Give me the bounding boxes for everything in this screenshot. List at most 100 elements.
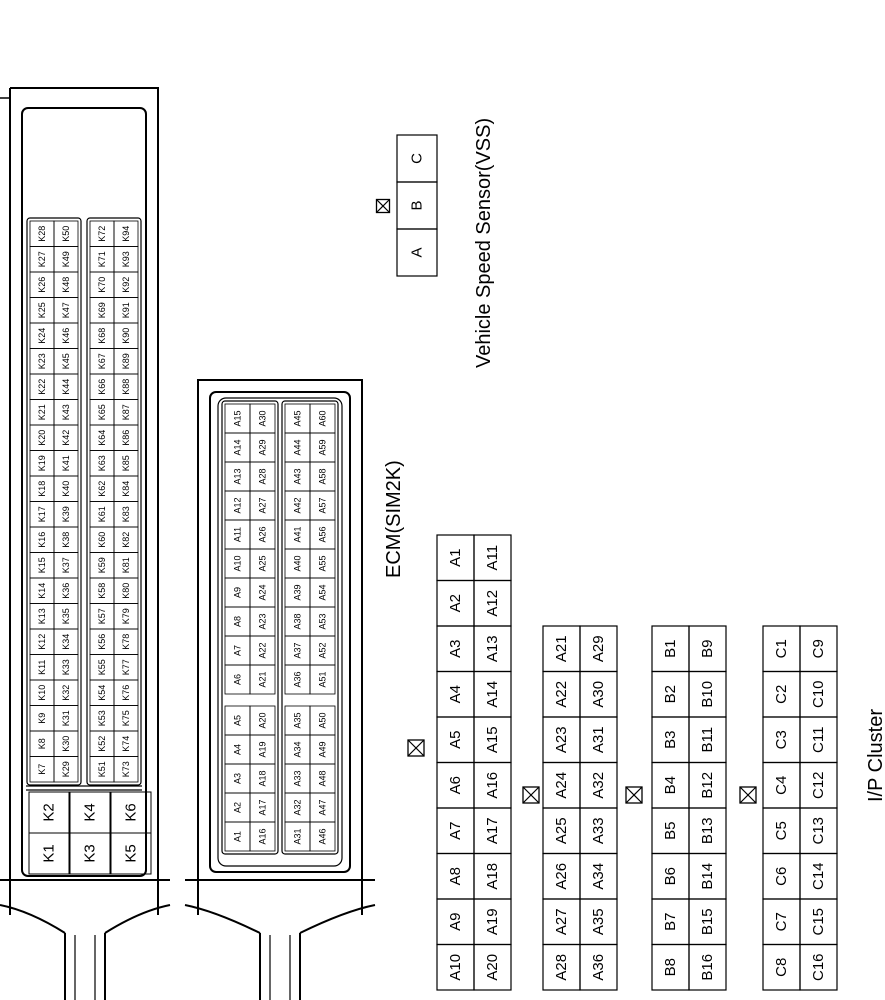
pin-label: C15 — [810, 908, 827, 936]
pin-cell: K48 — [53, 271, 79, 298]
pin-cell: K50 — [53, 220, 79, 247]
pin-cell: A19 — [473, 898, 512, 946]
lock-tab-cross — [376, 199, 390, 213]
pin-cell: A21 — [542, 625, 581, 673]
pin-cell: A30 — [249, 403, 276, 434]
lock-tab-icon — [375, 198, 391, 214]
pin-label: A36 — [293, 671, 303, 687]
pin-label: K67 — [97, 353, 107, 369]
cluster-connector: A1A2A3A4A5A6A7A8A9A10A11A12A13A14A15A16A… — [407, 534, 512, 991]
pin-cell: K30 — [53, 730, 79, 757]
a-block-frame — [281, 400, 339, 855]
pin-label: K70 — [97, 277, 107, 293]
pin-cell: A54 — [309, 577, 336, 608]
lock-tab-icon — [739, 786, 757, 804]
pin-cell: A59 — [309, 432, 336, 463]
pin-cell: A34 — [579, 852, 618, 900]
pin-label: K13 — [37, 608, 47, 624]
pin-cell-border — [113, 220, 139, 247]
pin-cell-border — [473, 943, 512, 991]
pin-cell: A18 — [473, 852, 512, 900]
pin-cell: A40 — [284, 548, 311, 579]
pin-label: B11 — [699, 727, 716, 753]
pin-cell: K1 — [28, 832, 70, 875]
pin-label: A26 — [553, 863, 570, 890]
pin-cell: B — [396, 181, 438, 230]
pin-label: A50 — [318, 712, 328, 728]
pin-label: K69 — [97, 302, 107, 318]
pin-cell: A23 — [542, 716, 581, 764]
pin-label: A31 — [293, 828, 303, 844]
pin-cell: K68 — [89, 322, 115, 349]
pin-label: A6 — [447, 776, 464, 794]
pin-label: A25 — [258, 555, 268, 571]
ecm-a-connector: A1A2A3A4A5A6A7A8A9A10A11A12A13A14A15A16A… — [184, 379, 376, 1000]
pin-cell: K46 — [53, 322, 79, 349]
pin-cell: K35 — [53, 603, 79, 630]
pin-cell: A15 — [473, 716, 512, 764]
pin-cell: K37 — [53, 552, 79, 579]
pin-cell: A28 — [249, 461, 276, 492]
pin-label: K1 — [41, 844, 58, 862]
pin-cell: A37 — [284, 635, 311, 666]
pin-cell: A49 — [309, 734, 336, 765]
pin-cell: K52 — [89, 730, 115, 757]
pin-cell: K89 — [113, 348, 139, 375]
pin-label: K55 — [97, 659, 107, 675]
pin-label: B16 — [699, 954, 716, 981]
pin-label: C10 — [810, 680, 827, 708]
pin-label: A23 — [258, 613, 268, 629]
pin-cell: A20 — [473, 943, 512, 991]
pin-cell: A13 — [473, 625, 512, 673]
pin-label: A32 — [293, 799, 303, 815]
pin-cell: A44 — [284, 432, 311, 463]
pin-label: K62 — [97, 481, 107, 497]
pin-label: A22 — [258, 642, 268, 658]
pin-cell: A24 — [249, 577, 276, 608]
pin-label: A59 — [318, 439, 328, 455]
pin-cell: K51 — [89, 756, 115, 783]
vss-connector: ABC — [375, 134, 438, 277]
k-pin-block: K51K52K53K54K55K56K57K58K59K60K61K62K63K… — [86, 217, 142, 786]
pin-label: K10 — [37, 685, 47, 701]
pin-cell: C16 — [799, 943, 838, 991]
pin-label: A41 — [293, 526, 303, 542]
pin-cell: A8 — [224, 606, 251, 637]
pin-label: K32 — [61, 685, 71, 701]
pin-label: K37 — [61, 557, 71, 573]
pin-label: A57 — [318, 497, 328, 513]
pin-label: C1 — [773, 639, 790, 658]
pin-cell: A16 — [249, 821, 276, 852]
pin-cell: B10 — [688, 670, 727, 718]
pin-label: A17 — [258, 799, 268, 815]
pin-cell: A43 — [284, 461, 311, 492]
pin-cell: A35 — [284, 705, 311, 736]
pin-cell-border — [249, 705, 276, 736]
pin-cell: A32 — [284, 792, 311, 823]
pin-cell: B8 — [651, 943, 690, 991]
pin-cell: K4 — [69, 791, 111, 834]
pin-cell: A6 — [224, 664, 251, 695]
pin-label: A4 — [233, 744, 243, 755]
k-block-frame — [86, 217, 142, 786]
ecm-label: ECM(SIM2K) — [383, 460, 405, 578]
pin-label: K2 — [41, 803, 58, 821]
pin-cell: A10 — [224, 548, 251, 579]
pin-label: A36 — [590, 954, 607, 981]
pin-label: K4 — [82, 803, 99, 821]
lock-tab-box — [375, 198, 391, 214]
pin-label: K71 — [97, 251, 107, 267]
pin-label: A34 — [293, 741, 303, 757]
pin-cell-border — [799, 943, 838, 991]
pin-cell: K39 — [53, 501, 79, 528]
pin-cell: B9 — [688, 625, 727, 673]
pin-cell: A29 — [579, 625, 618, 673]
pin-cell: K42 — [53, 424, 79, 451]
pin-label: A20 — [484, 954, 501, 981]
pin-cell-border — [396, 134, 438, 183]
pin-cell: K85 — [113, 450, 139, 477]
pin-cell: A30 — [579, 670, 618, 718]
pin-label: A12 — [233, 497, 243, 513]
pin-label: K9 — [37, 713, 47, 724]
